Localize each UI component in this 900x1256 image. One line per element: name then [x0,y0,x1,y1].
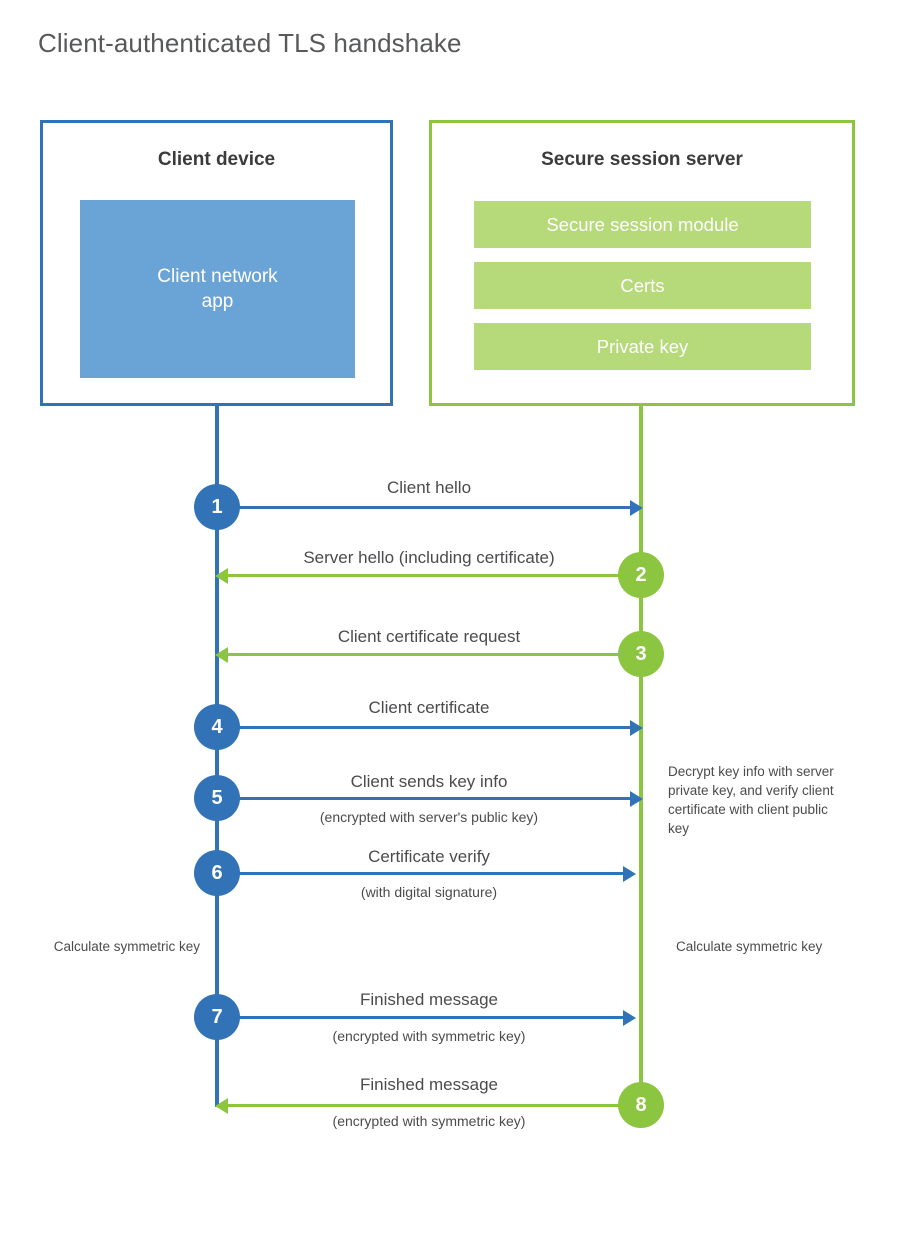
secure-session-server-box: Secure session server Secure session mod… [429,120,855,406]
step-8-label: Finished message [360,1075,498,1094]
server-calculate-symmetric-key-annotation: Calculate symmetric key [676,939,823,954]
server-component-certs: Certs [474,262,811,309]
step-4-arrow-line [217,726,633,729]
step-2-arrow-head [215,567,228,584]
step-8-arrow-head [215,1097,228,1114]
step-7-arrow-line [217,1016,626,1019]
client-network-app-block: Client network app [80,200,355,378]
step-2-label: Server hello (including certificate) [303,548,555,567]
step-1-arrow-head [630,499,643,516]
step-5-label: Client sends key info [350,772,508,791]
step-7-sublabel: (encrypted with symmetric key) [332,1028,526,1044]
step-5-arrow-line [217,797,633,800]
step-7-circle: 7 [194,994,240,1040]
step-4-label: Client certificate [368,698,490,717]
server-decrypt-annotation: Decrypt key info with server private key… [668,764,834,837]
step-8-arrow-line [226,1104,641,1107]
step-5-arrow-head [630,790,643,807]
step-3-label: Client certificate request [337,627,521,646]
client-lifeline [215,406,219,1107]
step-5-sublabel: (encrypted with server's public key) [319,809,539,825]
step-3-arrow-line [226,653,641,656]
server-lifeline [639,406,643,1106]
step-1-label: Client hello [386,478,472,497]
step-5-circle: 5 [194,775,240,821]
step-6-arrow-line [217,872,626,875]
step-6-circle: 6 [194,850,240,896]
step-1-circle: 1 [194,484,240,530]
step-4-arrow-head [630,719,643,736]
step-3-circle: 3 [618,631,664,677]
step-2-circle: 2 [618,552,664,598]
step-6-sublabel: (with digital signature) [360,884,498,900]
step-4-circle: 4 [194,704,240,750]
client-calculate-symmetric-key-annotation: Calculate symmetric key [53,939,200,954]
step-8-circle: 8 [618,1082,664,1128]
server-component-private-key: Private key [474,323,811,370]
server-component-secure-session-module: Secure session module [474,201,811,248]
step-6-arrow-head [623,865,636,882]
step-6-label: Certificate verify [368,847,490,866]
secure-session-server-title: Secure session server [541,149,743,170]
step-1-arrow-line [217,506,633,509]
step-8-sublabel: (encrypted with symmetric key) [332,1113,526,1129]
client-device-box: Client device Client network app [40,120,393,406]
step-7-label: Finished message [360,990,498,1009]
step-7-arrow-head [623,1009,636,1026]
step-2-arrow-line [226,574,641,577]
client-device-title: Client device [157,149,276,170]
page-title: Client-authenticated TLS handshake [38,28,462,58]
client-network-app-label: Client network app [157,265,278,312]
step-3-arrow-head [215,646,228,663]
